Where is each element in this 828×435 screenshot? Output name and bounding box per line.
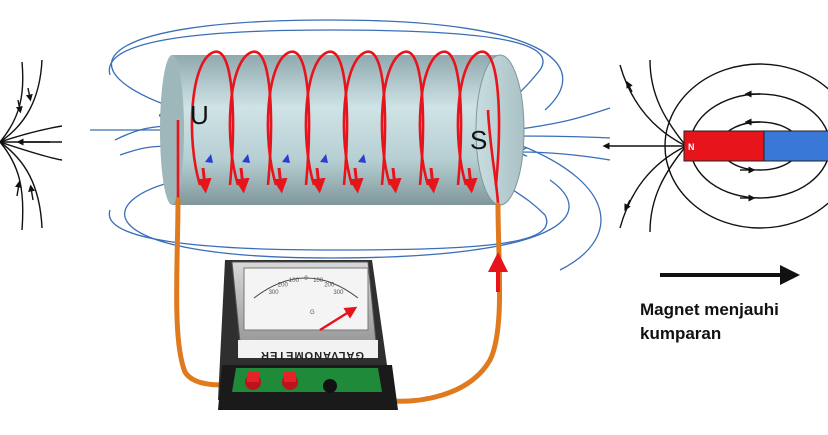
coil-windings [176,50,501,206]
induced-field-markers [205,154,366,163]
coil-loop [266,50,311,186]
coil-current-arrow [310,167,326,194]
coil-current-arrow [272,167,288,194]
south-pole-label: S [470,125,487,155]
coil-current-arrow [424,167,440,194]
left-field-lines [0,59,63,231]
magnet-north-half [683,130,765,162]
coil-loop [228,50,273,186]
motion-caption: Magnet menjauhi kumparan [640,298,826,346]
gauge-tick-label: 200 [324,283,335,289]
magnet-south-half [763,130,828,162]
north-pole-label: U [190,100,209,130]
caption-line-1: Magnet menjauhi [640,300,779,319]
solenoid-field-lines [90,19,611,271]
magnet-north-label: N [688,142,695,152]
coil-loop [418,50,463,186]
coil-loop [190,50,235,186]
coil-loop [342,50,387,186]
galvanometer-title: GALVANOMETER [260,349,364,361]
galvanometer-symbol: G [310,310,315,316]
gauge-tick-label: 300 [333,290,344,296]
gauge-tick-label: 300 [269,290,280,296]
gauge-tick-label: 100 [289,278,300,284]
galvanometer-needle [319,306,358,332]
gauge-tick-label: 200 [278,283,289,289]
coil-current-arrow [348,167,364,194]
gauge-tick-label: 0 [304,276,308,282]
coil-loop [456,50,501,186]
coil-current-arrow [234,167,250,194]
gauge-tick-label: 100 [313,278,324,284]
coil-lead-right [486,109,500,206]
coil-loop [380,50,425,186]
caption-line-2: kumparan [640,324,722,343]
solenoid-core [160,54,525,206]
coil-current-arrow [462,167,478,194]
bar-magnet: N [683,130,828,162]
coil-loop [304,50,349,186]
coil-current-arrow [196,167,212,194]
terminal-right [323,379,337,393]
coil-current-arrow [386,167,402,194]
